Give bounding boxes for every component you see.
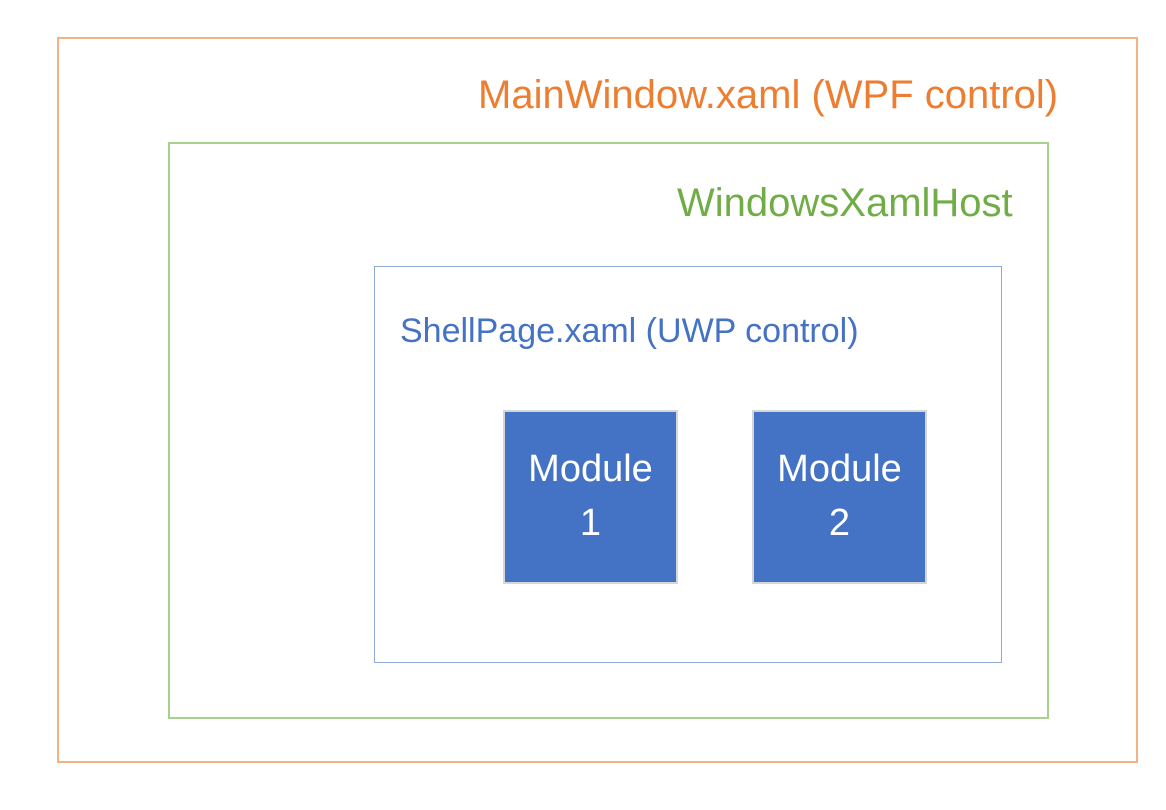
windows-xaml-host-label: WindowsXamlHost [677, 181, 1013, 225]
main-window-box: MainWindow.xaml (WPF control) WindowsXam… [57, 37, 1138, 763]
module-2-number: 2 [828, 502, 851, 544]
module-1-name: Module [528, 448, 653, 491]
module-2-name: Module [777, 448, 902, 491]
module-1-label: Module 1 [528, 443, 653, 551]
module-1-number: 1 [579, 502, 602, 544]
module-2-box: Module 2 [752, 410, 927, 584]
module-2-label: Module 2 [777, 443, 902, 551]
windows-xaml-host-box: WindowsXamlHost ShellPage.xaml (UWP cont… [168, 142, 1049, 719]
shell-page-label: ShellPage.xaml (UWP control) [400, 312, 859, 350]
module-1-box: Module 1 [503, 410, 678, 584]
shell-page-box: ShellPage.xaml (UWP control) Module 1 Mo… [374, 266, 1002, 663]
main-window-label: MainWindow.xaml (WPF control) [478, 73, 1059, 117]
